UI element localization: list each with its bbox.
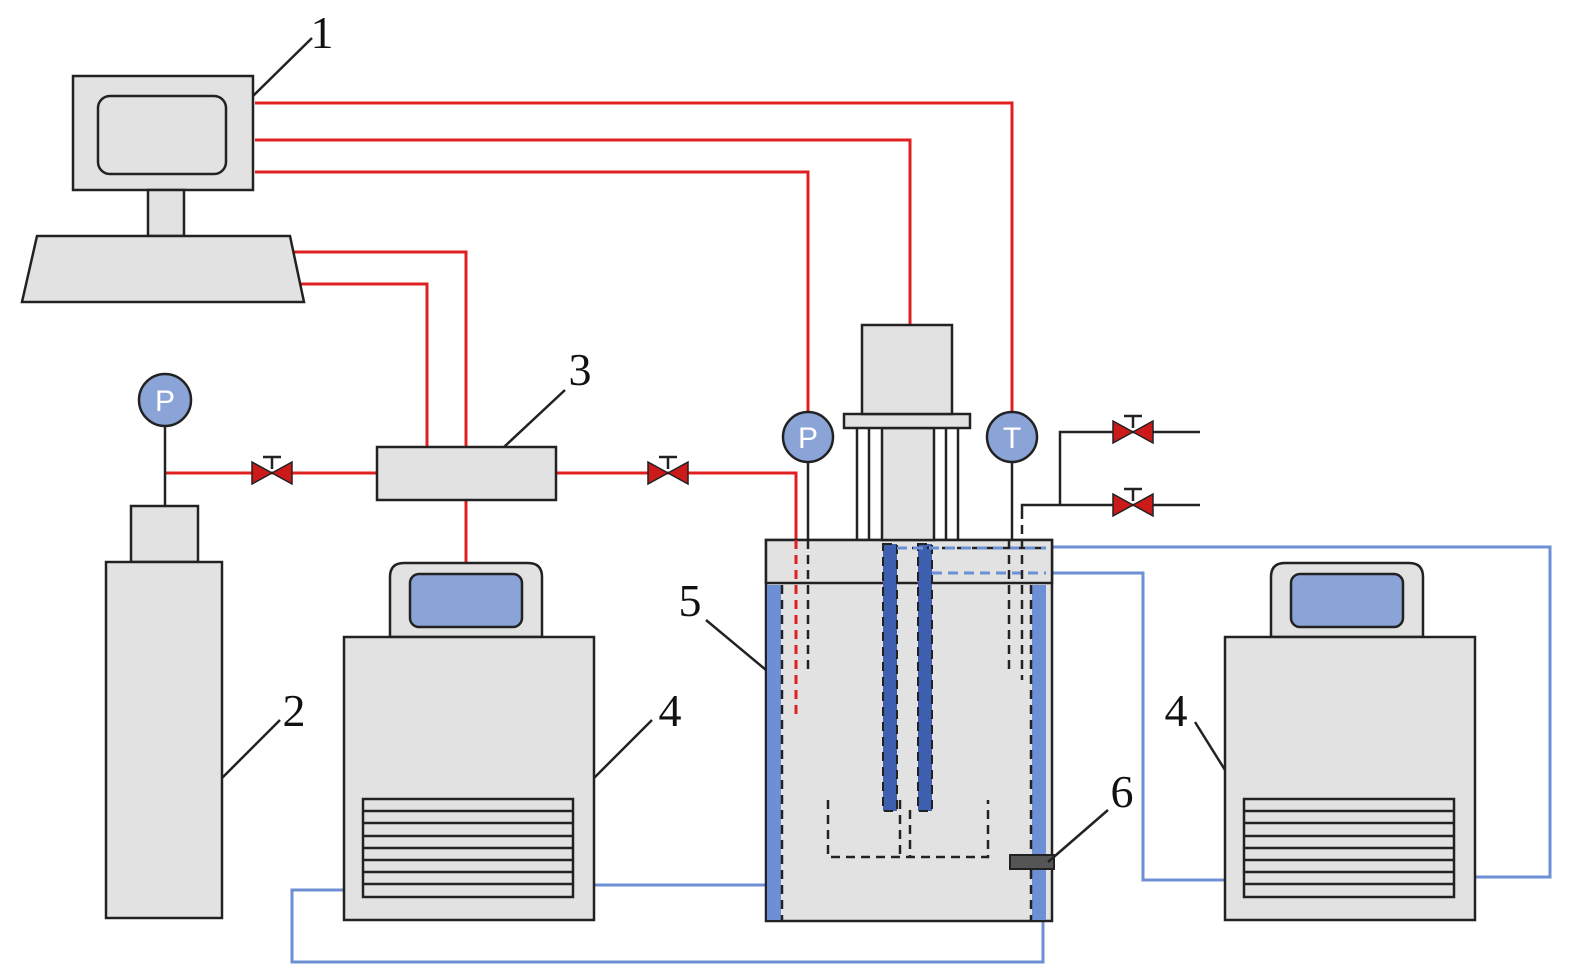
wire-computer-to-stirrer	[255, 138, 912, 325]
reactor-pressure-gauge-label: P	[798, 422, 818, 455]
leader-line-4-right	[1193, 721, 1227, 771]
label-sensor: 6	[1111, 766, 1134, 817]
label-bath-left: 4	[659, 685, 682, 736]
coolant-pipes	[290, 545, 1552, 964]
jacket-wall-left	[767, 585, 781, 920]
flow-controller	[375, 445, 558, 502]
label-reactor: 5	[679, 575, 702, 626]
keyboard	[20, 234, 306, 304]
bath-left-body	[342, 635, 596, 922]
bath-right-display	[1289, 572, 1405, 629]
reactor-temperature-gauge	[985, 410, 1039, 464]
leader-line-1	[252, 37, 313, 97]
monitor-screen	[96, 94, 228, 176]
wire-keyboard-to-controller-a	[292, 250, 468, 447]
gas-line-controller-to-reactor	[556, 471, 798, 540]
valve-outlet-upper	[1112, 414, 1154, 445]
valve-body	[251, 460, 293, 486]
bath-left	[342, 561, 596, 922]
label-flow-controller: 3	[569, 344, 592, 395]
bath-right-vent	[1242, 797, 1456, 899]
component-labels: 1 2 3 4 5 6 4	[283, 7, 1188, 817]
reactor	[764, 510, 1055, 923]
leader-lines	[221, 37, 1227, 863]
outlet-lines	[1020, 430, 1200, 510]
stirrer-motor	[860, 323, 954, 416]
cylinder-pressure-gauge	[137, 372, 193, 428]
pipe-left-bath-return	[290, 888, 1045, 964]
label-gas-cylinder: 2	[283, 685, 306, 736]
computer	[20, 74, 306, 304]
bath-right	[1223, 561, 1477, 922]
label-bath-right: 4	[1165, 685, 1188, 736]
bath-left-vent	[361, 797, 575, 899]
label-computer: 1	[311, 7, 334, 58]
bath-left-display	[408, 572, 524, 629]
valve-body	[1112, 419, 1154, 445]
jacket-wall-right	[1032, 585, 1046, 920]
impeller	[826, 800, 990, 859]
stirrer-shaft-left	[882, 543, 898, 812]
cylinder-head	[129, 504, 200, 564]
wire-computer-to-reactor-pressure	[255, 170, 810, 412]
cylinder-body	[104, 560, 224, 920]
reactor-pressure-gauge	[781, 410, 835, 464]
leader-line-2	[221, 719, 281, 779]
stirrer-coupling	[880, 426, 936, 542]
reactor-temperature-gauge-label: T	[1003, 422, 1021, 455]
pipe-right-bath-supply	[1052, 545, 1552, 879]
sensor-probe	[1009, 854, 1055, 870]
stirrer-shaft-right	[917, 543, 933, 812]
valve-outlet-lower	[1112, 487, 1154, 518]
leader-line-4-left	[593, 719, 653, 779]
stirrer-motor-assembly	[842, 323, 972, 542]
wire-keyboard-to-controller-b	[292, 282, 429, 447]
outlet-line-lower	[1020, 503, 1200, 510]
valve-controller-outlet	[647, 455, 689, 486]
motor-plate	[842, 412, 972, 430]
reactor-temperature-gauge-group: T	[985, 410, 1039, 540]
leader-line-5	[705, 619, 767, 671]
bath-right-body	[1223, 635, 1477, 922]
reactor-pressure-gauge-group: P	[781, 410, 835, 540]
outlet-line-upper	[1058, 430, 1200, 505]
gas-cylinder: P	[104, 372, 224, 920]
leader-line-3	[503, 389, 566, 448]
leader-line-6	[1047, 809, 1109, 863]
cylinder-pressure-gauge-label: P	[155, 385, 175, 418]
pipe-right-bath-return	[1052, 571, 1225, 882]
monitor-stand	[146, 188, 186, 238]
valve-body	[1112, 492, 1154, 518]
wire-computer-to-temperature	[255, 101, 1014, 412]
valve-cylinder	[251, 455, 293, 486]
valve-body	[647, 460, 689, 486]
